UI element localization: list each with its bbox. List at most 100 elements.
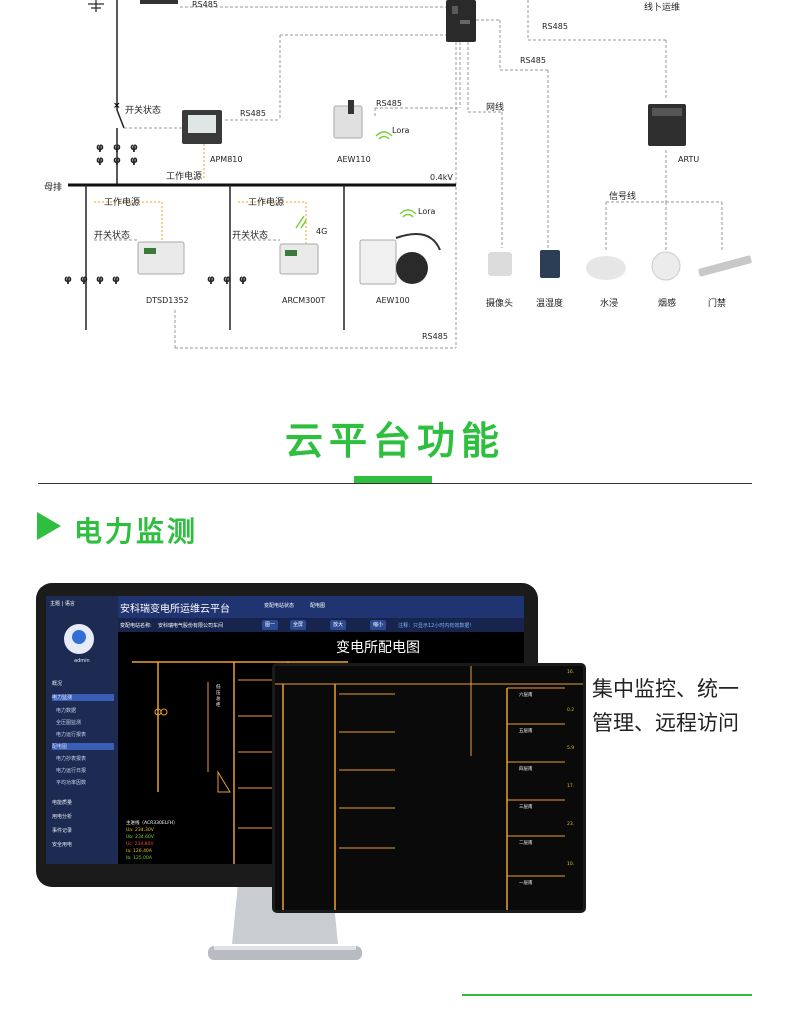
- label-work-power-2: 工作电源: [104, 198, 141, 208]
- device-apm810: APM810: [210, 155, 243, 164]
- floor-5-value: 0.2: [567, 708, 575, 713]
- svg-text:φ: φ: [239, 274, 247, 285]
- device-dtsd1352: DTSD1352: [146, 296, 189, 305]
- floor-4-value: 5.9: [567, 746, 575, 751]
- sensor-smoke: 烟感: [658, 299, 677, 309]
- svg-text:φ: φ: [130, 155, 138, 166]
- section-underline: [354, 476, 432, 483]
- station-label: 变配电站名称:: [120, 623, 152, 629]
- meter-key: Ub:: [126, 835, 134, 840]
- submenu-0[interactable]: 电力数据: [56, 708, 77, 714]
- label-voltage: 0.4kV: [430, 173, 453, 182]
- floor-2: 二层南: [519, 841, 533, 846]
- feature-description: 集中监控、统一管理、远程访问: [592, 677, 739, 735]
- meter-ub: Ub: 234.60V: [126, 835, 154, 840]
- view-select[interactable]: 图一: [262, 620, 279, 630]
- svg-text:φ: φ: [96, 142, 104, 153]
- meter-value: 234.30V: [135, 828, 154, 833]
- floor-2-value: 23.: [567, 822, 575, 827]
- device-aew110: AEW110: [337, 155, 371, 164]
- device-artu: ARTU: [678, 155, 700, 164]
- menu-power-quality[interactable]: 电能质量: [52, 800, 73, 806]
- meter-key: Ia:: [126, 849, 132, 854]
- floor-5: 五层南: [519, 729, 533, 734]
- zoom-in-button[interactable]: 放大: [330, 620, 347, 630]
- svg-text:φ: φ: [113, 155, 121, 166]
- label-lora-2: Lora: [418, 207, 436, 216]
- menu-safety[interactable]: 安全用电: [52, 842, 73, 848]
- section-title: 云平台功能: [284, 419, 505, 463]
- svg-text:φ: φ: [223, 274, 231, 285]
- meter-value: 126.40A: [133, 849, 152, 854]
- tablet-screen: 六层南 五层南 四层南 三层南 二层南 一层南 16. 0.2 5.9 17. …: [272, 663, 586, 913]
- user-icon: [72, 630, 86, 644]
- diagram-title: 变电所配电图: [336, 640, 420, 656]
- floor-3-value: 17.: [567, 784, 575, 789]
- meter-key: Ua:: [126, 828, 134, 833]
- tab-station-status[interactable]: 变配电站状态: [264, 603, 295, 609]
- tab-diagram[interactable]: 配电图: [310, 603, 326, 609]
- menu-events[interactable]: 事件记录: [52, 828, 73, 834]
- toolbar-note: 注释：只显示12小时内有效数据!: [398, 623, 472, 629]
- svg-text:φ: φ: [96, 155, 104, 166]
- label-work-power-1: 工作电源: [166, 172, 203, 182]
- menu-usage[interactable]: 用电分析: [52, 814, 73, 820]
- svg-text:φ: φ: [80, 274, 88, 285]
- label-rs485-apm: RS485: [240, 109, 266, 118]
- floor-6: 六层南: [519, 693, 533, 698]
- submenu-5[interactable]: 电力运行日报: [56, 768, 87, 774]
- label-network: 网线: [486, 103, 505, 113]
- toolbar: [118, 618, 524, 632]
- submenu-1[interactable]: 全压图监测: [56, 720, 82, 726]
- station-select[interactable]: 安科瑞电气股份有限公司车间: [158, 623, 224, 629]
- meter-key: Uc:: [126, 842, 134, 847]
- meter-uc: Uc: 234.80V: [126, 842, 154, 847]
- submenu-6[interactable]: 平均功率因数: [56, 780, 87, 786]
- label-rs485-4: RS485: [376, 99, 402, 108]
- fullscreen-button[interactable]: 全屏: [290, 620, 307, 630]
- floor-4: 四层南: [519, 767, 533, 772]
- section-divider: [38, 483, 752, 484]
- svg-text:×: ×: [113, 101, 121, 111]
- sensor-temp-humidity: 温湿度: [536, 299, 564, 309]
- label-switch-status-1: 开关状态: [125, 106, 162, 116]
- tablet-diagram: [275, 666, 583, 910]
- svg-text:φ: φ: [130, 142, 138, 153]
- label-lora-1: Lora: [392, 126, 410, 135]
- label-rs485-bottom: RS485: [422, 332, 448, 341]
- svg-text:φ: φ: [96, 274, 104, 285]
- submenu-2[interactable]: 电力运行报表: [56, 732, 87, 738]
- play-arrow-icon: [37, 512, 61, 540]
- meter-ib: Ib: 125.00A: [126, 856, 152, 861]
- sensor-camera: 摄像头: [486, 299, 514, 309]
- submenu-4[interactable]: 电力抄表报表: [56, 756, 87, 762]
- subsection-title: 电力监测: [74, 515, 199, 548]
- meter-value: 234.60V: [135, 835, 154, 840]
- svg-text:φ: φ: [113, 142, 121, 153]
- vertical-label-main: 低压总柜: [216, 685, 221, 708]
- label-rs485-3: RS485: [520, 56, 546, 65]
- floor-1-value: 10.: [567, 862, 575, 867]
- svg-text:φ: φ: [112, 274, 120, 285]
- submenu-3[interactable]: 配电图: [52, 743, 114, 750]
- label-rs485-top: RS485: [192, 0, 218, 9]
- label-busbar: 母排: [44, 183, 63, 193]
- meter-title: 主进线（ACR330ELFH）: [126, 821, 178, 826]
- label-switch-status-3: 开关状态: [232, 231, 269, 241]
- menu-overview[interactable]: 概况: [52, 681, 63, 687]
- label-work-power-3: 工作电源: [248, 198, 285, 208]
- app-header: [118, 596, 524, 618]
- svg-text:φ: φ: [207, 274, 215, 285]
- top-links[interactable]: 主题 | 语言: [50, 601, 75, 607]
- svg-text:φ: φ: [64, 274, 72, 285]
- menu-power-monitor[interactable]: 电力监测: [52, 694, 114, 701]
- meter-value: 125.00A: [133, 856, 152, 861]
- floor-1: 一层南: [519, 881, 533, 886]
- label-switch-status-2: 开关状态: [94, 231, 131, 241]
- zoom-out-button[interactable]: 缩小: [370, 620, 387, 630]
- app-title: 安科瑞变电所运维云平台: [120, 604, 230, 615]
- user-name: admin: [74, 658, 90, 664]
- floor-3: 三层南: [519, 805, 533, 810]
- label-rs485-2: RS485: [542, 22, 568, 31]
